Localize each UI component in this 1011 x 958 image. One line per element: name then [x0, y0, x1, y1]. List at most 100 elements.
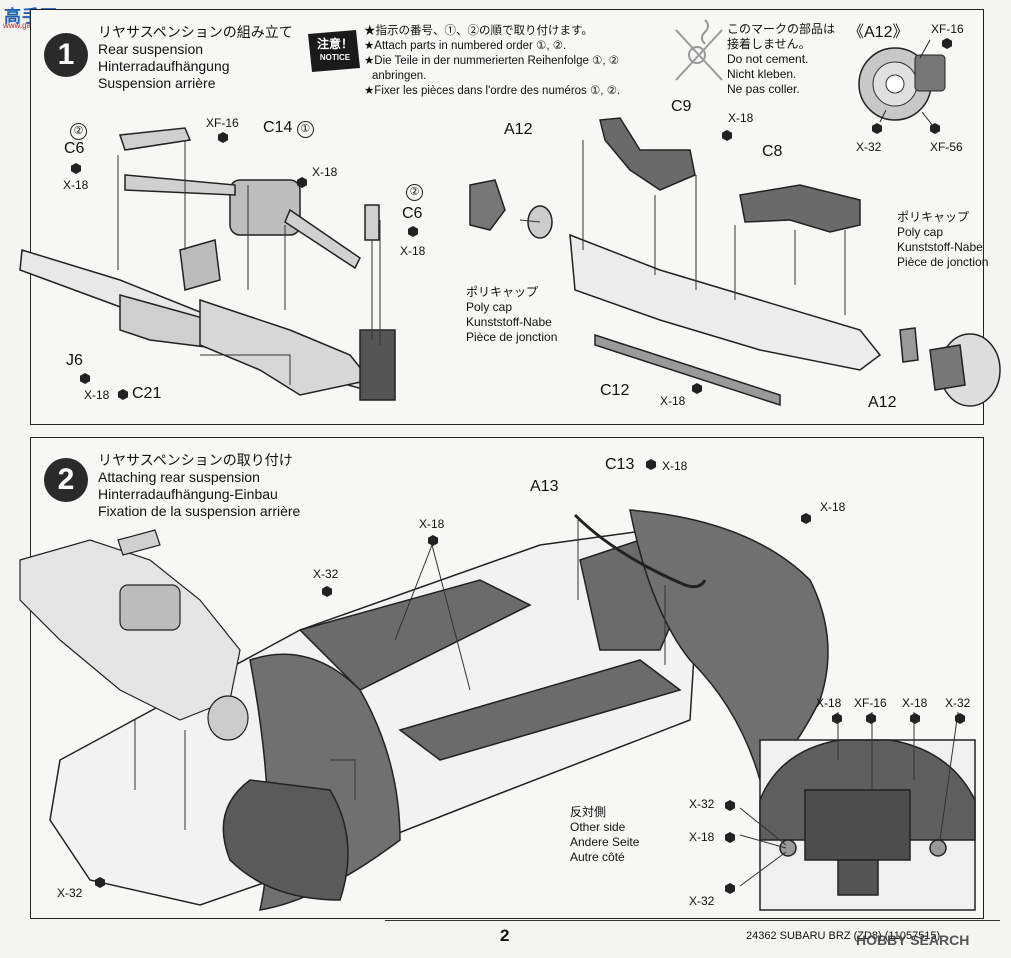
order-circle: ① — [296, 121, 314, 138]
step2-title: リヤサスペンションの取り付け Attaching rear suspension… — [98, 452, 300, 520]
footer-rule — [385, 920, 1000, 921]
step2-number: 2 — [44, 458, 88, 502]
nocement-line: このマークの部品は — [727, 22, 836, 36]
hex-icon — [297, 177, 307, 188]
label-x18-f: X-18 — [660, 394, 686, 408]
step1-title-ja: リヤサスペンションの組み立て — [98, 24, 293, 40]
label-a12-right: A12 — [868, 394, 897, 411]
label-inset-x18-c: X-18 — [689, 830, 715, 844]
polycap-line: Poly cap — [897, 225, 944, 239]
label-x18-top: X-18 — [820, 500, 846, 514]
nocement-line: 接着しません。 — [727, 37, 811, 51]
nocement-line: Do not cement. — [727, 52, 809, 66]
hex-icon — [801, 513, 811, 524]
label-a12-xf16: XF-16 — [931, 22, 964, 36]
label-x18-c: X-18 — [400, 244, 426, 258]
label-x18-e: X-18 — [728, 111, 754, 125]
nocement-line: Ne pas coller. — [727, 82, 800, 96]
polycap-line: Pièce de jonction — [897, 255, 989, 269]
label-c13: C13 — [605, 456, 635, 473]
hex-icon — [725, 883, 735, 894]
polycap-line: ポリキャップ — [466, 285, 539, 299]
hex-icon — [832, 713, 842, 724]
other-side-line: Autre côté — [570, 850, 625, 864]
hex-icon — [942, 38, 952, 49]
polycap-note-left: ポリキャップ Poly cap Kunststoff-Nabe Pièce de… — [466, 285, 557, 345]
label-inset-x32-c: X-32 — [689, 894, 715, 908]
c14-text: C14 — [263, 119, 293, 136]
polycap-note-right: ポリキャップ Poly cap Kunststoff-Nabe Pièce de… — [897, 210, 988, 270]
hex-icon — [80, 373, 90, 384]
label-j6: J6 — [66, 352, 83, 369]
label-a13: A13 — [530, 478, 559, 495]
label-x18-floor: X-18 — [419, 517, 445, 531]
do-not-cement-note: このマークの部品は 接着しません。 Do not cement. Nicht k… — [727, 22, 835, 97]
order-num-2-right: ② — [406, 182, 423, 201]
label-c21: C21 — [132, 385, 162, 402]
step2-title-en: Attaching rear suspension — [98, 469, 260, 485]
step1-title-de: Hinterradaufhängung — [98, 58, 230, 74]
notice-line: ★Die Teile in der nummerierten Reihenfol… — [364, 55, 620, 67]
label-x18-a: X-18 — [63, 178, 89, 192]
page-number: 2 — [500, 926, 510, 945]
notice-badge: 注意！ NOTICE — [314, 38, 356, 64]
notice-text: ★指示の番号、①、②の順で取り付けます。 ★Attach parts in nu… — [364, 24, 620, 99]
step2-title-fr: Fixation de la suspension arrière — [98, 503, 301, 519]
label-c14: C14 ① — [263, 119, 314, 138]
hex-icon — [930, 123, 940, 134]
hex-icon — [725, 800, 735, 811]
label-inset-x18-a: X-18 — [816, 696, 842, 710]
notice-line: ★Attach parts in numbered order ①, ②. — [364, 40, 567, 52]
label-c9: C9 — [671, 98, 692, 115]
label-a12-x32: X-32 — [856, 140, 882, 154]
hex-icon — [408, 226, 418, 237]
label-inset-x18-b: X-18 — [902, 696, 928, 710]
model-code: 24362 SUBARU BRZ (ZD8) (11057515) — [746, 930, 941, 942]
label-a12-left: A12 — [504, 121, 533, 138]
other-side-line: 反対側 — [570, 805, 607, 819]
hex-icon — [910, 713, 920, 724]
hex-icon — [872, 123, 882, 134]
hex-icon — [866, 713, 876, 724]
a12-title: 《A12》 — [848, 24, 909, 41]
label-c6-left: C6 — [64, 140, 85, 157]
step1-title-en: Rear suspension — [98, 41, 204, 57]
polycap-line: ポリキャップ — [897, 210, 970, 224]
notice-badge-en: NOTICE — [319, 53, 351, 62]
label-c12: C12 — [600, 382, 630, 399]
polycap-line: Kunststoff-Nabe — [466, 315, 552, 329]
label-x32-floor: X-32 — [313, 567, 339, 581]
hex-icon — [322, 586, 332, 597]
order-num-2-left: ② — [70, 121, 87, 140]
label-inset-xf16: XF-16 — [854, 696, 887, 710]
order-circle: ② — [70, 123, 87, 140]
label-x32-bottom: X-32 — [57, 886, 83, 900]
label-c6-right: C6 — [402, 205, 423, 222]
notice-line: anbringen. — [372, 70, 427, 82]
label-x18-d: X-18 — [84, 388, 110, 402]
hex-icon — [71, 163, 81, 174]
label-inset-x32-a: X-32 — [945, 696, 971, 710]
label-xf16: XF-16 — [206, 116, 239, 130]
other-side-line: Other side — [570, 820, 626, 834]
polycap-line: Poly cap — [466, 300, 513, 314]
polycap-line: Kunststoff-Nabe — [897, 240, 983, 254]
notice-line: ★指示の番号、①、②の順で取り付けます。 — [364, 25, 593, 37]
polycap-line: Pièce de jonction — [466, 330, 558, 344]
hex-icon — [428, 535, 438, 546]
hex-icon — [725, 832, 735, 843]
hex-icon — [646, 459, 656, 470]
step2-title-de: Hinterradaufhängung-Einbau — [98, 486, 278, 502]
label-inset-x32-b: X-32 — [689, 797, 715, 811]
other-side-note: 反対側 Other side Andere Seite Autre côté — [570, 805, 639, 865]
notice-line: ★Fixer les pièces dans l'ordre des numér… — [364, 85, 621, 97]
order-circle: ② — [406, 184, 423, 201]
hex-icon — [955, 713, 965, 724]
hex-icon — [692, 383, 702, 394]
nocement-line: Nicht kleben. — [727, 67, 797, 81]
step1-number: 1 — [44, 33, 88, 77]
other-side-line: Andere Seite — [570, 835, 640, 849]
step2-title-ja: リヤサスペンションの取り付け — [98, 452, 293, 468]
